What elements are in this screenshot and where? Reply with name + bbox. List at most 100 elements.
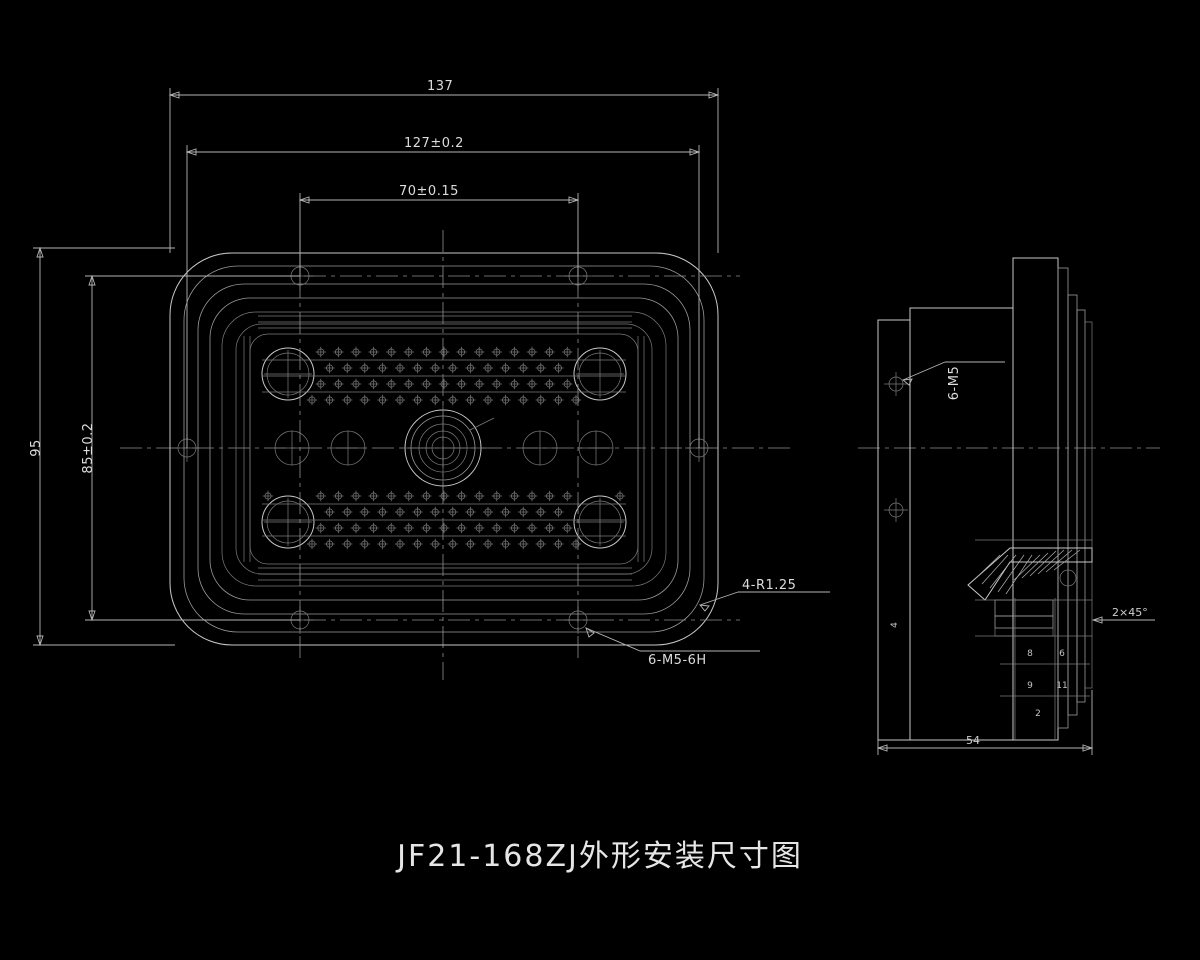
signal-pin: [562, 378, 573, 390]
signal-pin: [412, 538, 423, 550]
housing-seal-groove: [197, 283, 691, 615]
signal-pin: [518, 538, 529, 550]
signal-pin: [403, 378, 414, 390]
signal-pin: [438, 346, 450, 358]
large-contact-tr: [573, 347, 627, 401]
signal-pin: [421, 378, 432, 390]
dim-depth-total-label: 54: [966, 734, 980, 747]
signal-pin: [368, 490, 379, 502]
signal-pin: [368, 346, 379, 358]
signal-pin: [491, 346, 502, 358]
leader-chamfer-label: 2×45°: [1112, 606, 1148, 619]
signal-pin: [342, 394, 353, 406]
signal-pin: [315, 522, 326, 534]
dim-overall-height-label: 95: [29, 439, 44, 457]
signal-pin: [421, 346, 432, 358]
signal-pin: [526, 522, 538, 534]
side-inner-step-2: [994, 615, 1054, 629]
signal-pin: [553, 362, 564, 374]
signal-pin: [474, 346, 485, 358]
signal-pin: [394, 362, 406, 374]
signal-pin: [526, 346, 538, 358]
signal-pin: [421, 522, 432, 534]
side-mating-plate-3: [1076, 309, 1086, 703]
leader-corner-radius: 4-R1.25: [698, 578, 830, 612]
signal-pin: [412, 506, 423, 518]
signal-pin: [518, 394, 529, 406]
signal-pin: [544, 490, 555, 502]
signal-pin: [438, 378, 450, 390]
signal-pin: [482, 538, 494, 550]
signal-pin: [509, 522, 520, 534]
side-flange-plate: [877, 319, 911, 741]
insert-outline: [235, 323, 653, 575]
signal-pin: [526, 490, 538, 502]
side-inner-step-1: [994, 599, 1054, 617]
signal-pin: [465, 538, 476, 550]
signal-pin: [324, 362, 335, 374]
signal-pin: [500, 362, 511, 374]
signal-pin: [491, 490, 502, 502]
signal-pin: [324, 506, 335, 518]
housing-outline-inner: [183, 265, 705, 633]
signal-pin: [544, 346, 555, 358]
dim-step-d-label: 11: [1056, 681, 1067, 691]
signal-pin: [394, 506, 406, 518]
signal-pin: [509, 490, 520, 502]
dim-step-a-label: 8: [1027, 649, 1033, 659]
medium-contact-1: [274, 430, 310, 466]
signal-pin: [315, 490, 326, 502]
signal-pin: [350, 522, 362, 534]
signal-pin: [324, 394, 335, 406]
signal-pin: [526, 378, 538, 390]
large-contact-tl: [261, 347, 315, 401]
signal-pin: [535, 362, 546, 374]
signal-pin: [412, 394, 423, 406]
signal-pin: [342, 362, 353, 374]
signal-pin: [447, 362, 458, 374]
dim-mount-width-label: 127±0.2: [404, 136, 464, 151]
signal-pin: [333, 490, 344, 502]
signal-pin: [359, 538, 370, 550]
signal-pin: [430, 506, 441, 518]
signal-pin: [500, 506, 511, 518]
signal-pin: [509, 346, 520, 358]
signal-pin: [359, 394, 370, 406]
signal-pin: [430, 362, 441, 374]
side-mating-plate-4: [1084, 321, 1093, 689]
medium-contact-3: [522, 430, 558, 466]
side-thread-hole-marker: [884, 372, 908, 396]
signal-pin: [333, 378, 344, 390]
signal-pin: [518, 362, 529, 374]
signal-pin: [447, 394, 458, 406]
signal-pin: [465, 394, 476, 406]
signal-pin: [368, 522, 379, 534]
leader-side-thread-label: 6-M5: [947, 366, 962, 400]
signal-pin: [535, 506, 546, 518]
side-nose-hatch: [973, 549, 1081, 595]
signal-pin: [368, 378, 379, 390]
signal-pin: [386, 378, 397, 390]
housing-shell-edge: [209, 297, 679, 601]
signal-pin: [482, 506, 494, 518]
signal-pin: [342, 506, 353, 518]
signal-pin: [403, 522, 414, 534]
signal-pin: [482, 394, 494, 406]
signal-pin: [456, 522, 467, 534]
dim-depth-total: 54: [876, 690, 1094, 755]
signal-pin: [456, 346, 467, 358]
signal-pin: [456, 378, 467, 390]
signal-pin: [377, 362, 388, 374]
side-nose-detail: [967, 539, 1093, 740]
dim-overall-width-label: 137: [427, 79, 453, 94]
dim-pin-field-width-label: 70±0.15: [399, 184, 459, 199]
large-contact-br: [573, 495, 627, 549]
side-shroud: [1012, 257, 1059, 741]
signal-pin: [491, 378, 502, 390]
side-thread-hole-marker-2: [884, 498, 908, 522]
dim-pin-field-width: 70±0.15: [298, 184, 580, 276]
signal-pin: [570, 538, 582, 550]
housing-shroud: [221, 311, 667, 587]
